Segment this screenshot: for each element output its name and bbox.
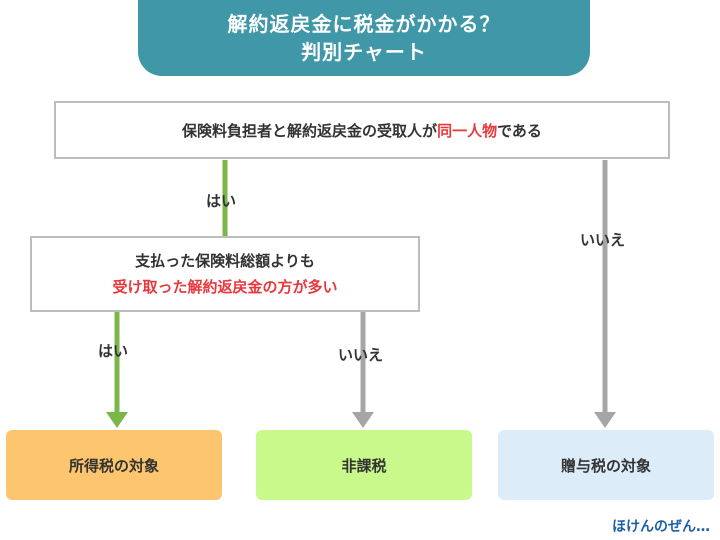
q2-no-arrowhead [352, 412, 374, 428]
result-gift-tax: 贈与税の対象 [498, 430, 714, 500]
q2-no-label: いいえ [338, 346, 384, 364]
title-line-2: 判別チャート [301, 40, 427, 64]
chart-title: 解約返戻金に税金がかかる？ 判別チャート [138, 0, 590, 76]
brand-logo: ほけんのぜん… [612, 519, 710, 535]
result-tax-free-label: 非課税 [341, 456, 387, 475]
question-2-line-1: 支払った保険料総額よりも [135, 252, 315, 270]
title-line-1: 解約返戻金に税金がかかる？ [227, 12, 501, 36]
q2-yes-label: はい [98, 342, 129, 360]
q1-yes-label: はい [206, 192, 237, 210]
question-1-box: 保険料負担者と解約返戻金の受取人が同一人物である [54, 101, 670, 159]
result-gift-tax-label: 贈与税の対象 [560, 456, 651, 475]
result-income-tax-label: 所得税の対象 [68, 456, 159, 475]
result-income-tax: 所得税の対象 [6, 430, 222, 500]
q2-yes-arrowhead [106, 412, 128, 428]
question-2-box: 支払った保険料総額よりも 受け取った解約返戻金の方が多い [30, 236, 420, 312]
question-2-line-2: 受け取った解約返戻金の方が多い [112, 278, 338, 296]
q1-no-label: いいえ [580, 231, 626, 249]
result-tax-free: 非課税 [256, 430, 472, 500]
question-1-text: 保険料負担者と解約返戻金の受取人が [182, 121, 438, 140]
q1-no-arrowhead [594, 412, 616, 428]
question-1-suffix: である [497, 121, 542, 140]
question-1-highlight: 同一人物 [437, 121, 498, 140]
